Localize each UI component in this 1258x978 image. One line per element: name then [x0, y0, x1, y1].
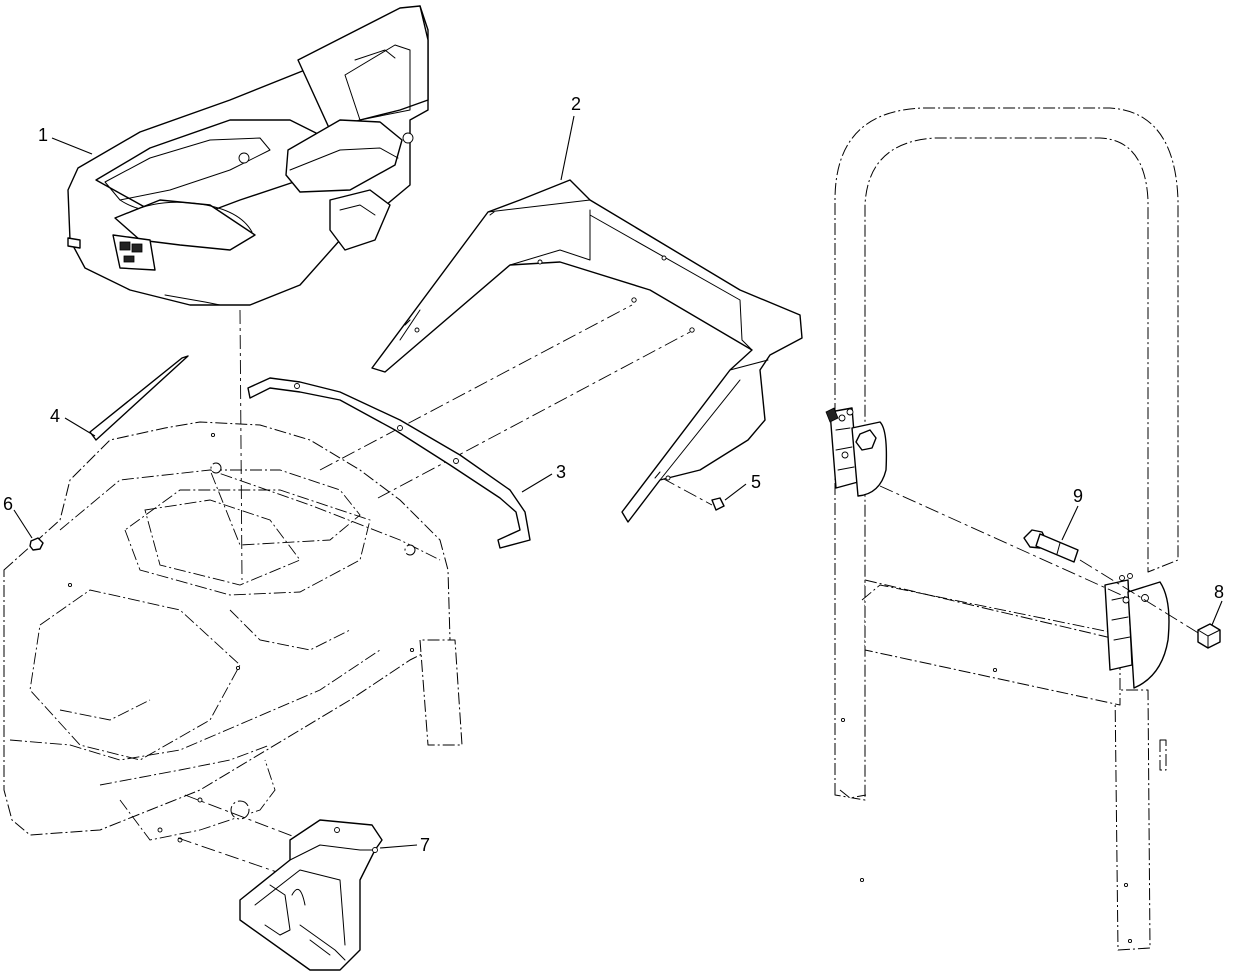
callout-6: 6 [3, 494, 13, 514]
callout-leaders [13, 115, 1223, 849]
upper-left-hinge-bracket [825, 407, 888, 497]
callout-5: 5 [751, 472, 761, 492]
retaining-strap [247, 377, 531, 549]
lock-nut-part-8 [1197, 623, 1221, 649]
hex-bolt-part-9 [1023, 529, 1079, 563]
screw-centerline [661, 477, 713, 506]
foam-pad [89, 355, 189, 441]
seat-assembly [67, 5, 429, 306]
seat-centerline [239, 309, 243, 581]
roll-bar-ghost [834, 107, 1179, 951]
flange-nut-part-6 [29, 537, 44, 551]
callout-7: 7 [420, 835, 430, 855]
lower-right-hinge-bracket [1104, 573, 1170, 689]
hinge-centerline [879, 485, 1129, 599]
rear-shroud [371, 179, 803, 523]
shroud-centerline-lower [377, 331, 691, 499]
flange-screw-part-5 [711, 497, 725, 511]
callout-2: 2 [571, 94, 581, 114]
callout-3: 3 [556, 462, 566, 482]
shroud-centerline-upper [319, 304, 633, 471]
callout-labels: 1 2 3 4 5 6 7 8 9 [3, 94, 1224, 855]
callout-9: 9 [1073, 486, 1083, 506]
foot-rest-bracket [239, 819, 383, 971]
chassis-frame-ghost [3, 421, 463, 843]
callout-8: 8 [1214, 582, 1224, 602]
bolt-centerline [1079, 559, 1201, 635]
callout-4: 4 [50, 406, 60, 426]
callout-1: 1 [38, 125, 48, 145]
